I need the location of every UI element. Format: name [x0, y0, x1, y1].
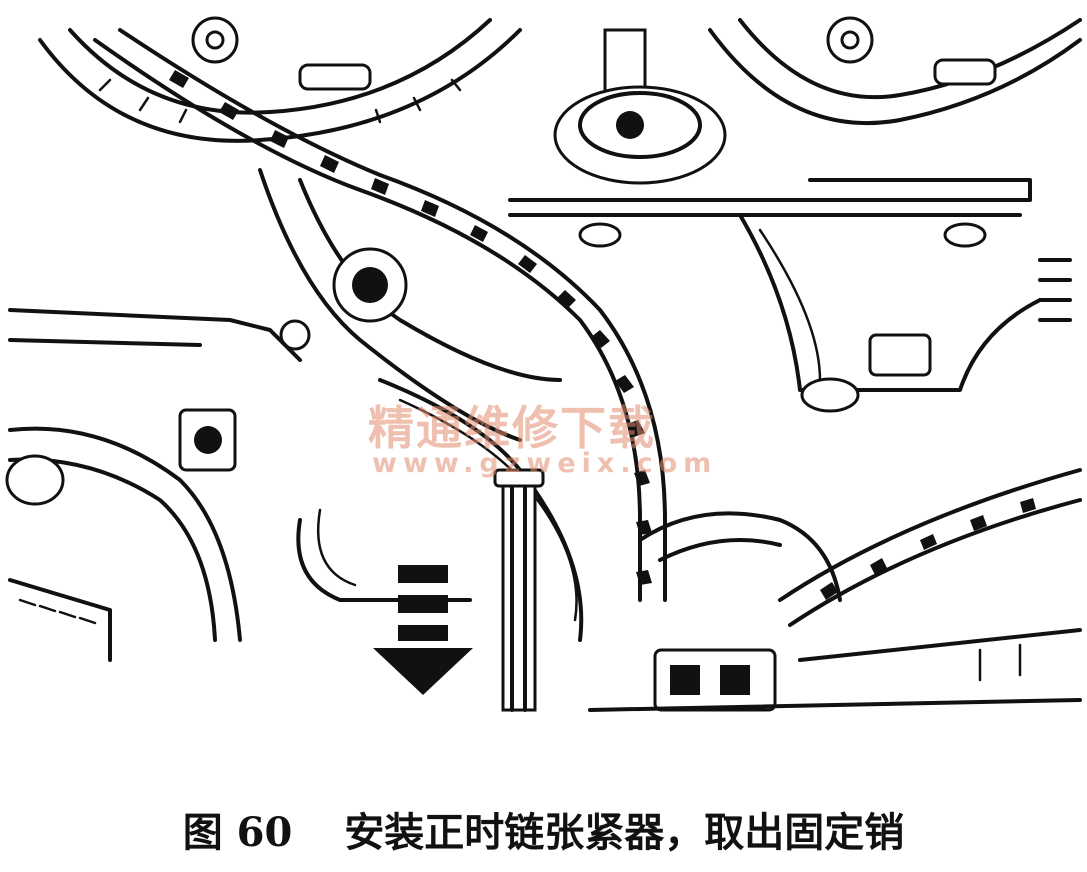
figure-caption-text: 安装正时链张紧器，取出固定销 — [344, 809, 905, 856]
timing-cover-housing — [578, 213, 1072, 413]
figure-caption: 图 60 安装正时链张紧器，取出固定销 — [0, 800, 1087, 858]
watermark-text: 精通维修下载 — [368, 401, 656, 455]
timing-chain — [93, 28, 667, 602]
right-camshaft-sprocket — [708, 16, 1082, 125]
chain-tensioner-rail — [258, 168, 584, 642]
figure-number: 图 60 — [182, 809, 293, 856]
engine-timing-illustration — [5, 16, 1082, 712]
engine-block — [5, 308, 472, 662]
pull-direction-arrow — [373, 565, 473, 695]
locking-pin — [493, 468, 545, 712]
crankshaft-sprocket — [588, 468, 1082, 712]
watermark-url: www.gzweix.com — [372, 448, 718, 479]
cylinder-head-bolt — [508, 28, 1032, 217]
left-camshaft-sprocket — [38, 16, 522, 143]
